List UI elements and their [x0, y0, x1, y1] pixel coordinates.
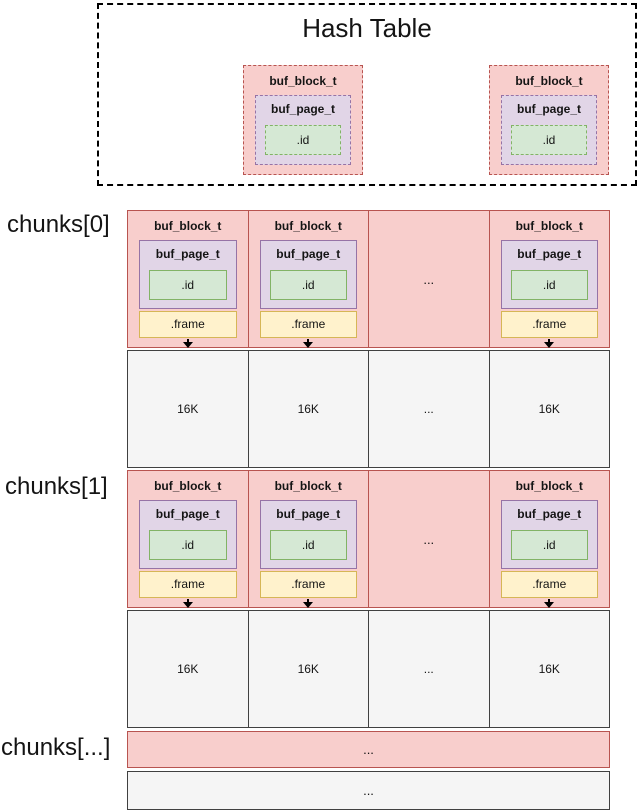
id-field: .id [511, 125, 587, 155]
buf-block-cell: buf_block_t buf_page_t .id .frame [490, 211, 610, 348]
frame-to-memory-arrow [544, 599, 555, 608]
buf-page-label: buf_page_t [516, 102, 581, 116]
id-field: .id [510, 270, 588, 300]
chunk-row-0: buf_block_t buf_page_t .id .frame buf_bl… [127, 210, 610, 348]
hash-entry: buf_block_t buf_page_t .id [489, 65, 609, 175]
arrow-shaft [548, 339, 551, 343]
memory-row-1: 16K 16K ... 16K [127, 610, 610, 728]
arrow-head-icon [182, 602, 193, 608]
buf-page-box: buf_page_t .id [501, 95, 597, 165]
memory-row-0: 16K 16K ... 16K [127, 350, 610, 468]
buf-page-box: buf_page_t .id [255, 95, 351, 165]
block-ellipsis-cell: ... [369, 211, 490, 347]
arrow-head-icon [544, 342, 555, 348]
buf-block-label: buf_block_t [274, 479, 342, 493]
frame-field: .frame [500, 311, 598, 338]
arrow-head-icon [303, 342, 314, 348]
memory-page-cell: 16K [128, 351, 249, 467]
hash-table-box: Hash Table buf_block_t buf_page_t .id bu… [97, 3, 637, 186]
buf-page-box: buf_page_t .id [500, 500, 598, 569]
buf-page-label: buf_page_t [155, 247, 220, 261]
chunks-more-label: chunks[...] [1, 734, 111, 761]
frame-to-memory-arrow [182, 339, 193, 348]
frame-to-memory-arrow [303, 599, 314, 608]
arrow-shaft [307, 339, 310, 343]
hash-table-title: Hash Table [302, 13, 432, 43]
buf-block-cell: buf_block_t buf_page_t .id .frame [128, 211, 249, 348]
frame-to-memory-arrow [544, 339, 555, 348]
hash-entry: buf_block_t buf_page_t .id [243, 65, 363, 175]
buf-block-label: buf_block_t [515, 74, 583, 88]
id-field: .id [149, 530, 227, 560]
buf-block-label: buf_block_t [154, 479, 222, 493]
arrow-head-icon [303, 602, 314, 608]
buf-page-label: buf_page_t [276, 247, 341, 261]
buf-block-label: buf_block_t [274, 219, 342, 233]
arrow-shaft [186, 599, 189, 603]
buf-page-box: buf_page_t .id [259, 500, 357, 569]
chunk-row-1: buf_block_t buf_page_t .id .frame buf_bl… [127, 470, 610, 608]
buf-block-cell: buf_block_t buf_page_t .id .frame [128, 471, 249, 608]
memory-ellipsis-cell: ... [369, 611, 490, 727]
id-field: .id [269, 270, 347, 300]
block-ellipsis-cell: ... [369, 471, 490, 607]
arrow-shaft [186, 339, 189, 343]
chunks-more-block-strip: ... [127, 731, 610, 768]
memory-page-cell: 16K [538, 402, 560, 416]
buf-block-label: buf_block_t [515, 479, 583, 493]
id-field: .id [265, 125, 341, 155]
buf-page-box: buf_page_t .id [259, 240, 357, 309]
chunks-more-memory-strip: ... [127, 771, 610, 810]
frame-field: .frame [500, 571, 598, 598]
arrow-head-icon [544, 602, 555, 608]
memory-page-cell: 16K [249, 351, 369, 467]
buf-page-label: buf_page_t [517, 247, 582, 261]
memory-page-cell: 16K [128, 611, 249, 727]
buf-page-label: buf_page_t [276, 507, 341, 521]
arrow-head-icon [182, 342, 193, 348]
id-field: .id [149, 270, 227, 300]
frame-to-memory-arrow [303, 339, 314, 348]
id-field: .id [510, 530, 588, 560]
frame-field: .frame [259, 571, 357, 598]
buf-block-cell: buf_block_t buf_page_t .id .frame [490, 471, 610, 608]
memory-page-cell: 16K [538, 662, 560, 676]
chunks-1-label: chunks[1] [5, 473, 108, 500]
arrow-shaft [548, 599, 551, 603]
buf-page-box: buf_page_t .id [500, 240, 598, 309]
buf-block-cell: buf_block_t buf_page_t .id .frame [249, 471, 369, 608]
buf-block-cell: buf_block_t buf_page_t .id .frame [249, 211, 369, 348]
memory-page-cell: 16K [249, 611, 369, 727]
buf-page-label: buf_page_t [155, 507, 220, 521]
memory-ellipsis-cell: ... [369, 351, 490, 467]
frame-field: .frame [259, 311, 357, 338]
buf-block-label: buf_block_t [269, 74, 337, 88]
buf-page-label: buf_page_t [270, 102, 335, 116]
frame-field: .frame [139, 571, 237, 598]
buf-page-box: buf_page_t .id [139, 240, 237, 309]
buf-block-label: buf_block_t [154, 219, 222, 233]
buf-page-label: buf_page_t [517, 507, 582, 521]
frame-field: .frame [139, 311, 237, 338]
arrow-shaft [307, 599, 310, 603]
buf-block-label: buf_block_t [515, 219, 583, 233]
frame-to-memory-arrow [182, 599, 193, 608]
id-field: .id [269, 530, 347, 560]
buf-page-box: buf_page_t .id [139, 500, 237, 569]
chunks-0-label: chunks[0] [7, 211, 110, 238]
